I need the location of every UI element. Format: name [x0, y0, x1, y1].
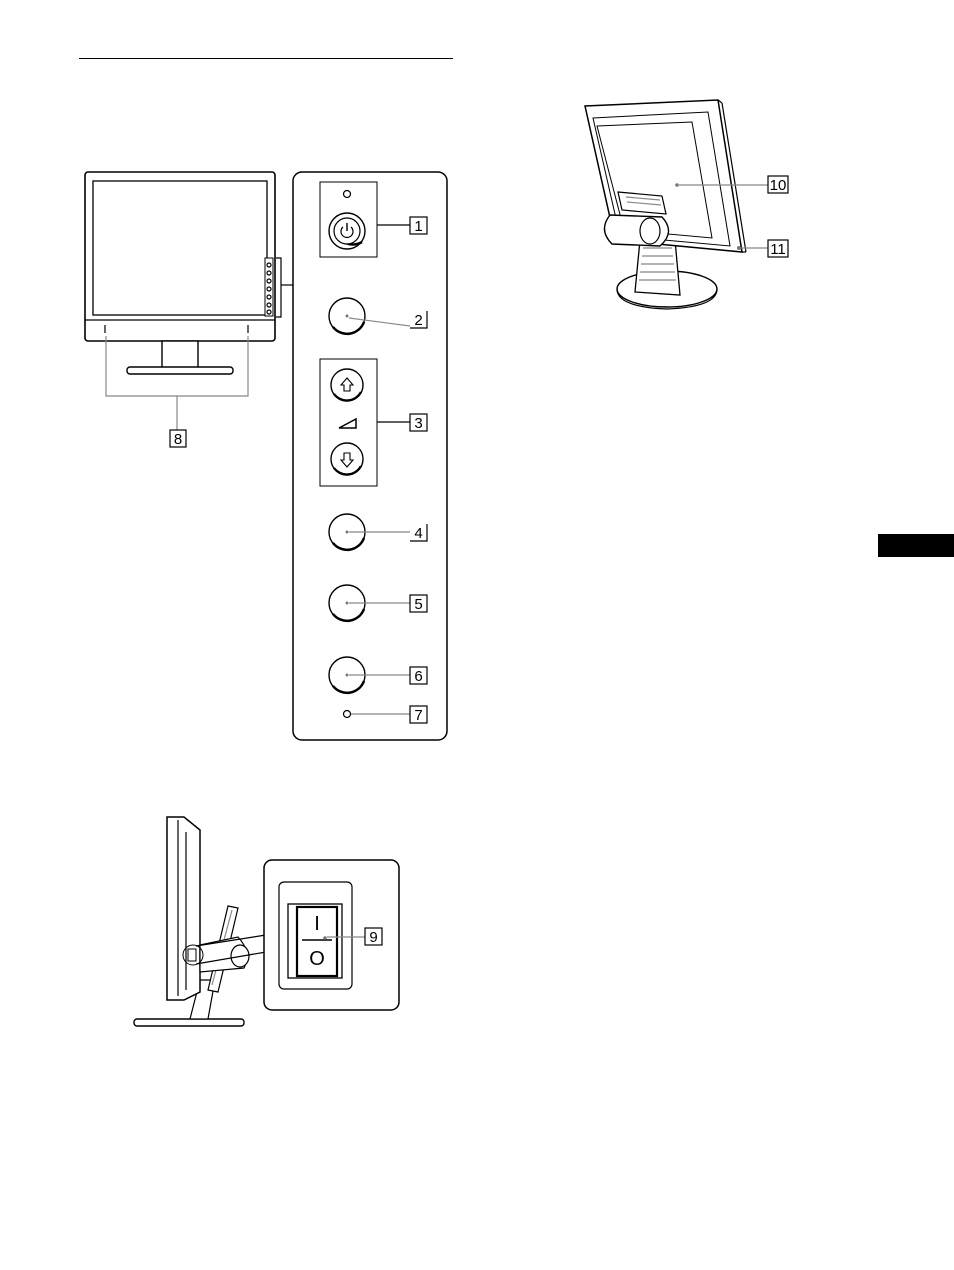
callout-2: 2 — [410, 311, 427, 329]
callout-1: 1 — [410, 217, 427, 235]
switch-off-label: O — [309, 948, 325, 970]
callout-7-label: 7 — [414, 707, 422, 724]
callout-4-label: 4 — [414, 525, 422, 542]
menu-button[interactable] — [329, 298, 365, 334]
callout-2-label: 2 — [414, 312, 422, 329]
main-power-switch[interactable]: I O — [288, 904, 342, 978]
callout-9: 9 — [365, 928, 382, 946]
callout-11-label: 11 — [770, 241, 786, 258]
callout-7: 7 — [410, 706, 427, 724]
monitor-front-view — [85, 172, 293, 430]
power-button[interactable] — [329, 213, 365, 249]
callout-8-label: 8 — [174, 431, 182, 448]
callout-8: 8 — [170, 430, 186, 448]
monitor-rear-view — [585, 100, 768, 309]
callout-11: 11 — [768, 240, 788, 258]
callout-6: 6 — [410, 667, 427, 685]
callout-5: 5 — [410, 595, 427, 613]
callout-6-label: 6 — [414, 668, 422, 685]
callout-9-label: 9 — [369, 929, 377, 946]
callout-10: 10 — [768, 176, 788, 194]
callout-5-label: 5 — [414, 596, 422, 613]
down-button[interactable] — [331, 443, 363, 475]
callout-3: 3 — [410, 414, 427, 432]
callout-3-label: 3 — [414, 415, 422, 432]
callout-10-label: 10 — [770, 177, 787, 194]
control-panel-zoom — [293, 172, 447, 740]
callout-1-label: 1 — [414, 218, 422, 235]
monitor-side-view — [134, 817, 266, 1026]
switch-on-label: I — [314, 913, 320, 935]
up-button[interactable] — [331, 369, 363, 401]
